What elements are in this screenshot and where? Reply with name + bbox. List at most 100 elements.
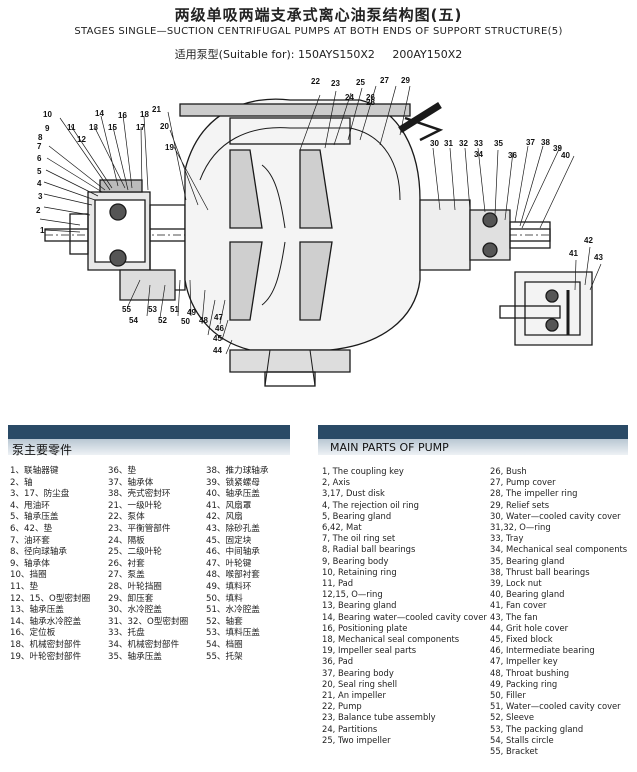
part-item: 55、托架 xyxy=(206,651,243,662)
callout-number: 41 xyxy=(569,249,578,258)
callout-number: 34 xyxy=(474,150,483,159)
callout-number: 54 xyxy=(129,316,138,325)
part-item: 49, Packing ring xyxy=(490,678,558,689)
callout-number: 28 xyxy=(366,98,375,107)
part-item: 47, Impeller key xyxy=(490,656,558,667)
part-item: 9、轴承体 xyxy=(10,558,50,569)
model-1: 150AYS150X2 xyxy=(297,48,375,61)
part-item: 38, Thrust ball bearings xyxy=(490,566,590,577)
part-item: 16, Positioning plate xyxy=(322,622,408,633)
callout-number: 42 xyxy=(584,236,593,245)
callout-number: 38 xyxy=(541,138,550,147)
callout-number: 49 xyxy=(187,308,196,317)
part-item: 11、垫 xyxy=(10,581,39,592)
callout-number: 16 xyxy=(118,111,127,120)
part-item: 36、垫 xyxy=(108,466,137,476)
part-item: 38、壳式密封环 xyxy=(108,489,171,500)
callout-number: 20 xyxy=(160,122,169,131)
suitable-label: 适用泵型(Suitable for): xyxy=(174,48,295,61)
part-item: 11, Pad xyxy=(322,578,354,589)
part-item: 19、叶轮密封部件 xyxy=(10,651,82,662)
callout-number: 43 xyxy=(594,253,603,262)
part-item: 43, The fan xyxy=(490,611,538,622)
callout-number: 50 xyxy=(181,317,190,326)
part-item: 43、除砂孔盖 xyxy=(206,523,260,534)
callout-number: 18 xyxy=(140,110,149,119)
part-item: 6、42、垫 xyxy=(10,523,53,534)
part-item: 24, Partitions xyxy=(322,723,378,734)
callout-number: 5 xyxy=(37,167,42,176)
part-item: 21、一级叶轮 xyxy=(108,500,162,511)
callout-number: 1 xyxy=(40,226,45,235)
callout-number: 40 xyxy=(561,151,570,160)
part-item: 53、填料压盖 xyxy=(206,628,260,639)
section-bar-en-shade xyxy=(318,439,628,455)
parts-cn-heading: 泵主要零件 xyxy=(12,443,73,457)
part-item: 50, Filler xyxy=(490,690,526,701)
part-item: 39、锁紧螺母 xyxy=(206,477,260,488)
part-item: 27、泵盖 xyxy=(108,570,145,581)
callout-number: 9 xyxy=(45,124,50,133)
callout-number: 22 xyxy=(311,77,320,86)
callout-number: 46 xyxy=(215,324,224,333)
suitable-models: 适用泵型(Suitable for): 150AYS150X2 200AY150… xyxy=(0,46,637,62)
model-2: 200AY150X2 xyxy=(392,48,463,61)
part-item: 42、风扇 xyxy=(206,512,243,523)
part-item: 55, Bracket xyxy=(490,746,538,757)
section-bar-cn xyxy=(8,425,290,439)
part-item: 38、推力球轴承 xyxy=(206,466,269,476)
part-item: 3、17、防尘盘 xyxy=(10,489,70,500)
callout-number: 48 xyxy=(199,316,208,325)
callout-number: 33 xyxy=(474,139,483,148)
callout-number: 23 xyxy=(331,79,340,88)
part-item: 26、衬套 xyxy=(108,558,145,569)
callout-number: 24 xyxy=(345,93,354,102)
part-item: 13, Bearing gland xyxy=(322,600,397,611)
callout-number: 15 xyxy=(108,123,117,132)
part-item: 35, Bearing gland xyxy=(490,555,565,566)
callout-number: 8 xyxy=(38,133,43,142)
part-item: 12、15、O型密封圈 xyxy=(10,593,91,604)
part-item: 36, Pad xyxy=(322,656,354,667)
part-item: 46, Intermediate bearing xyxy=(490,645,595,656)
callout-number: 32 xyxy=(459,139,468,148)
part-item: 33, Tray xyxy=(490,533,524,544)
part-item: 22, Pump xyxy=(322,701,362,712)
callout-number: 52 xyxy=(158,316,167,325)
part-item: 39, Lock nut xyxy=(490,578,542,589)
part-item: 1, The coupling key xyxy=(322,466,404,476)
part-item: 54、档圈 xyxy=(206,639,243,650)
part-item: 37, Bearing body xyxy=(322,667,394,678)
part-item: 41、风扇罩 xyxy=(206,500,252,511)
part-item: 4、甩油环 xyxy=(10,500,50,511)
callout-number: 19 xyxy=(165,143,174,152)
part-item: 52、轴套 xyxy=(206,616,243,627)
part-item: 2, Axis xyxy=(322,477,351,488)
callout-number: 21 xyxy=(152,105,161,114)
part-item: 1、联轴器键 xyxy=(10,466,59,476)
part-item: 46、中间轴承 xyxy=(206,547,260,558)
callout-number: 2 xyxy=(36,206,41,215)
part-item: 4, The rejection oil ring xyxy=(322,499,419,510)
section-bar-en xyxy=(318,425,628,439)
part-item: 25, Two impeller xyxy=(322,734,391,745)
callout-number: 44 xyxy=(213,346,222,355)
callout-number: 6 xyxy=(37,154,42,163)
part-item: 2、轴 xyxy=(10,477,33,488)
part-item: 8、径向球轴承 xyxy=(10,547,68,558)
page-title: 两级单吸两端支承式离心油泵结构图(五) xyxy=(174,6,463,24)
callout-number: 45 xyxy=(213,334,222,343)
callout-number: 55 xyxy=(122,305,131,314)
part-item: 13、轴承压盖 xyxy=(10,605,64,616)
part-item: 50、填料 xyxy=(206,593,243,604)
callout-number: 13 xyxy=(89,123,98,132)
part-item: 28, The impeller ring xyxy=(490,488,578,499)
callout-number: 4 xyxy=(37,179,42,188)
part-item: 31、32、O型密封圈 xyxy=(108,616,189,627)
part-item: 51, Water—cooled cavity cover xyxy=(490,701,621,712)
callout-number: 53 xyxy=(148,305,157,314)
